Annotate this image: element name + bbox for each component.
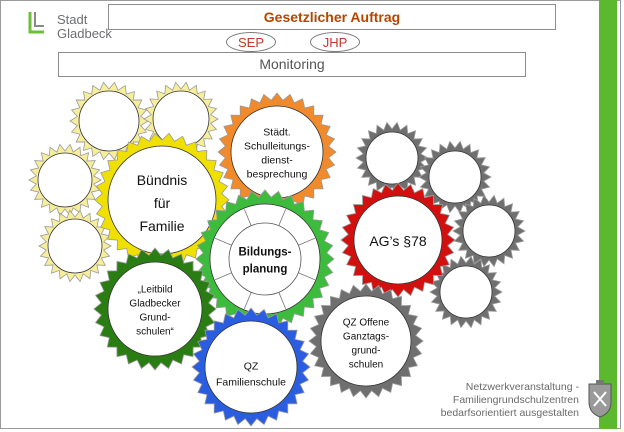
schulleitung-gear [217, 92, 337, 212]
bildung-spoke [278, 208, 287, 226]
logo-line-2: Gladbeck [57, 26, 112, 41]
bildung-spoke [214, 272, 232, 281]
bildung-spoke [298, 237, 316, 246]
jhp-oval: JHP [310, 32, 360, 52]
gray-gear-4 [429, 255, 503, 329]
qz-offene-gear [308, 283, 424, 399]
coat-of-arms-icon [588, 380, 612, 418]
footer-line-3: bedarfsorientiert ausgestalten [440, 407, 579, 419]
schulleitung-label: Städt.Schulleitungs-dienst-besprechung [244, 127, 310, 181]
legal-mandate-title: Gesetzlicher Auftrag [108, 4, 556, 30]
gray-gear-3 [452, 194, 526, 268]
footer-line-2: Familiengrundschulzentren [452, 394, 579, 406]
gray-gear-1 [355, 121, 429, 195]
leitbild-gear [93, 247, 217, 371]
footer-line-1: Netzwerkveranstaltung - [465, 381, 579, 393]
bildung-spoke [298, 272, 316, 281]
bildung-spoke [278, 292, 287, 310]
ags-gear [340, 182, 456, 298]
bildung-spoke [214, 237, 232, 246]
bildung-spoke [243, 292, 252, 310]
pale-gear-4 [38, 209, 112, 283]
pale-gear-1 [69, 81, 149, 161]
buendnis-gear [94, 132, 230, 268]
ags-label: AG’s §78 [369, 233, 427, 249]
bildung-label: Bildungs-planung [238, 247, 291, 276]
gray-gear-2 [418, 140, 492, 214]
qz-familien-gear [191, 307, 311, 427]
monitoring-bar: Monitoring [58, 52, 526, 77]
pale-gear-3 [28, 143, 102, 217]
footer-caption: Netzwerkveranstaltung - Familiengrundsch… [433, 381, 579, 420]
bildung-inner-ring [228, 222, 302, 296]
pale-gear-2 [143, 81, 219, 157]
city-logo-text: Stadt Gladbeck [57, 13, 112, 41]
accent-bar [599, 0, 617, 429]
bildung-spoke [243, 208, 252, 226]
sep-oval: SEP [226, 32, 276, 52]
logo-line-1: Stadt [57, 12, 88, 27]
city-logo-icon [26, 10, 46, 36]
